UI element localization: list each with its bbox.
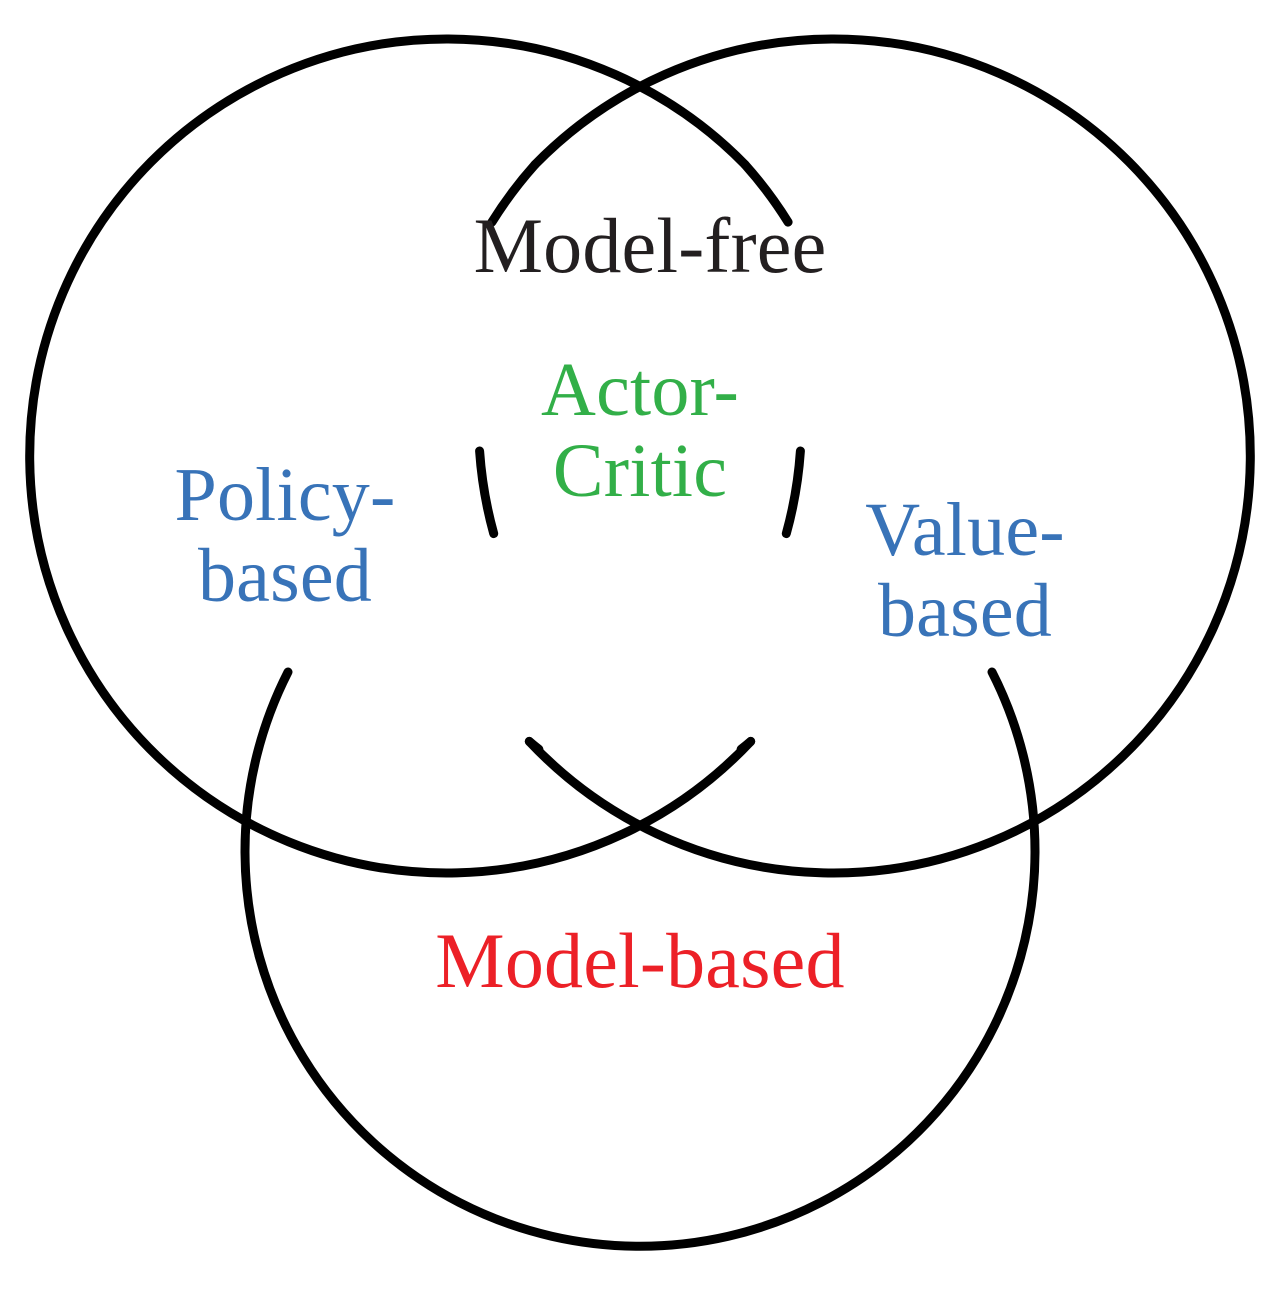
circle-policy-based-arc-right (781, 446, 805, 539)
circle-policy-based-arc-lower-right (736, 736, 756, 754)
region-label-value-based: Value- based (865, 488, 1065, 653)
region-label-model-based: Model-based (435, 917, 845, 1004)
circle-policy-based-arc-main (25, 34, 756, 878)
circle-value-based-arc-left (475, 446, 499, 539)
circle-value-based-arc-main (524, 34, 1255, 878)
circle-policy-based-arc-top (740, 160, 793, 227)
circle-model-based-arc-main (240, 667, 1040, 1251)
region-label-policy-based: Policy- based (174, 453, 396, 618)
circle-value-based-arc-lower-left (524, 736, 544, 754)
region-label-model-free: Model-free (473, 202, 827, 289)
region-label-actor-critic: Actor- Critic (540, 348, 740, 513)
circle-value-based-arc-top (487, 160, 540, 227)
